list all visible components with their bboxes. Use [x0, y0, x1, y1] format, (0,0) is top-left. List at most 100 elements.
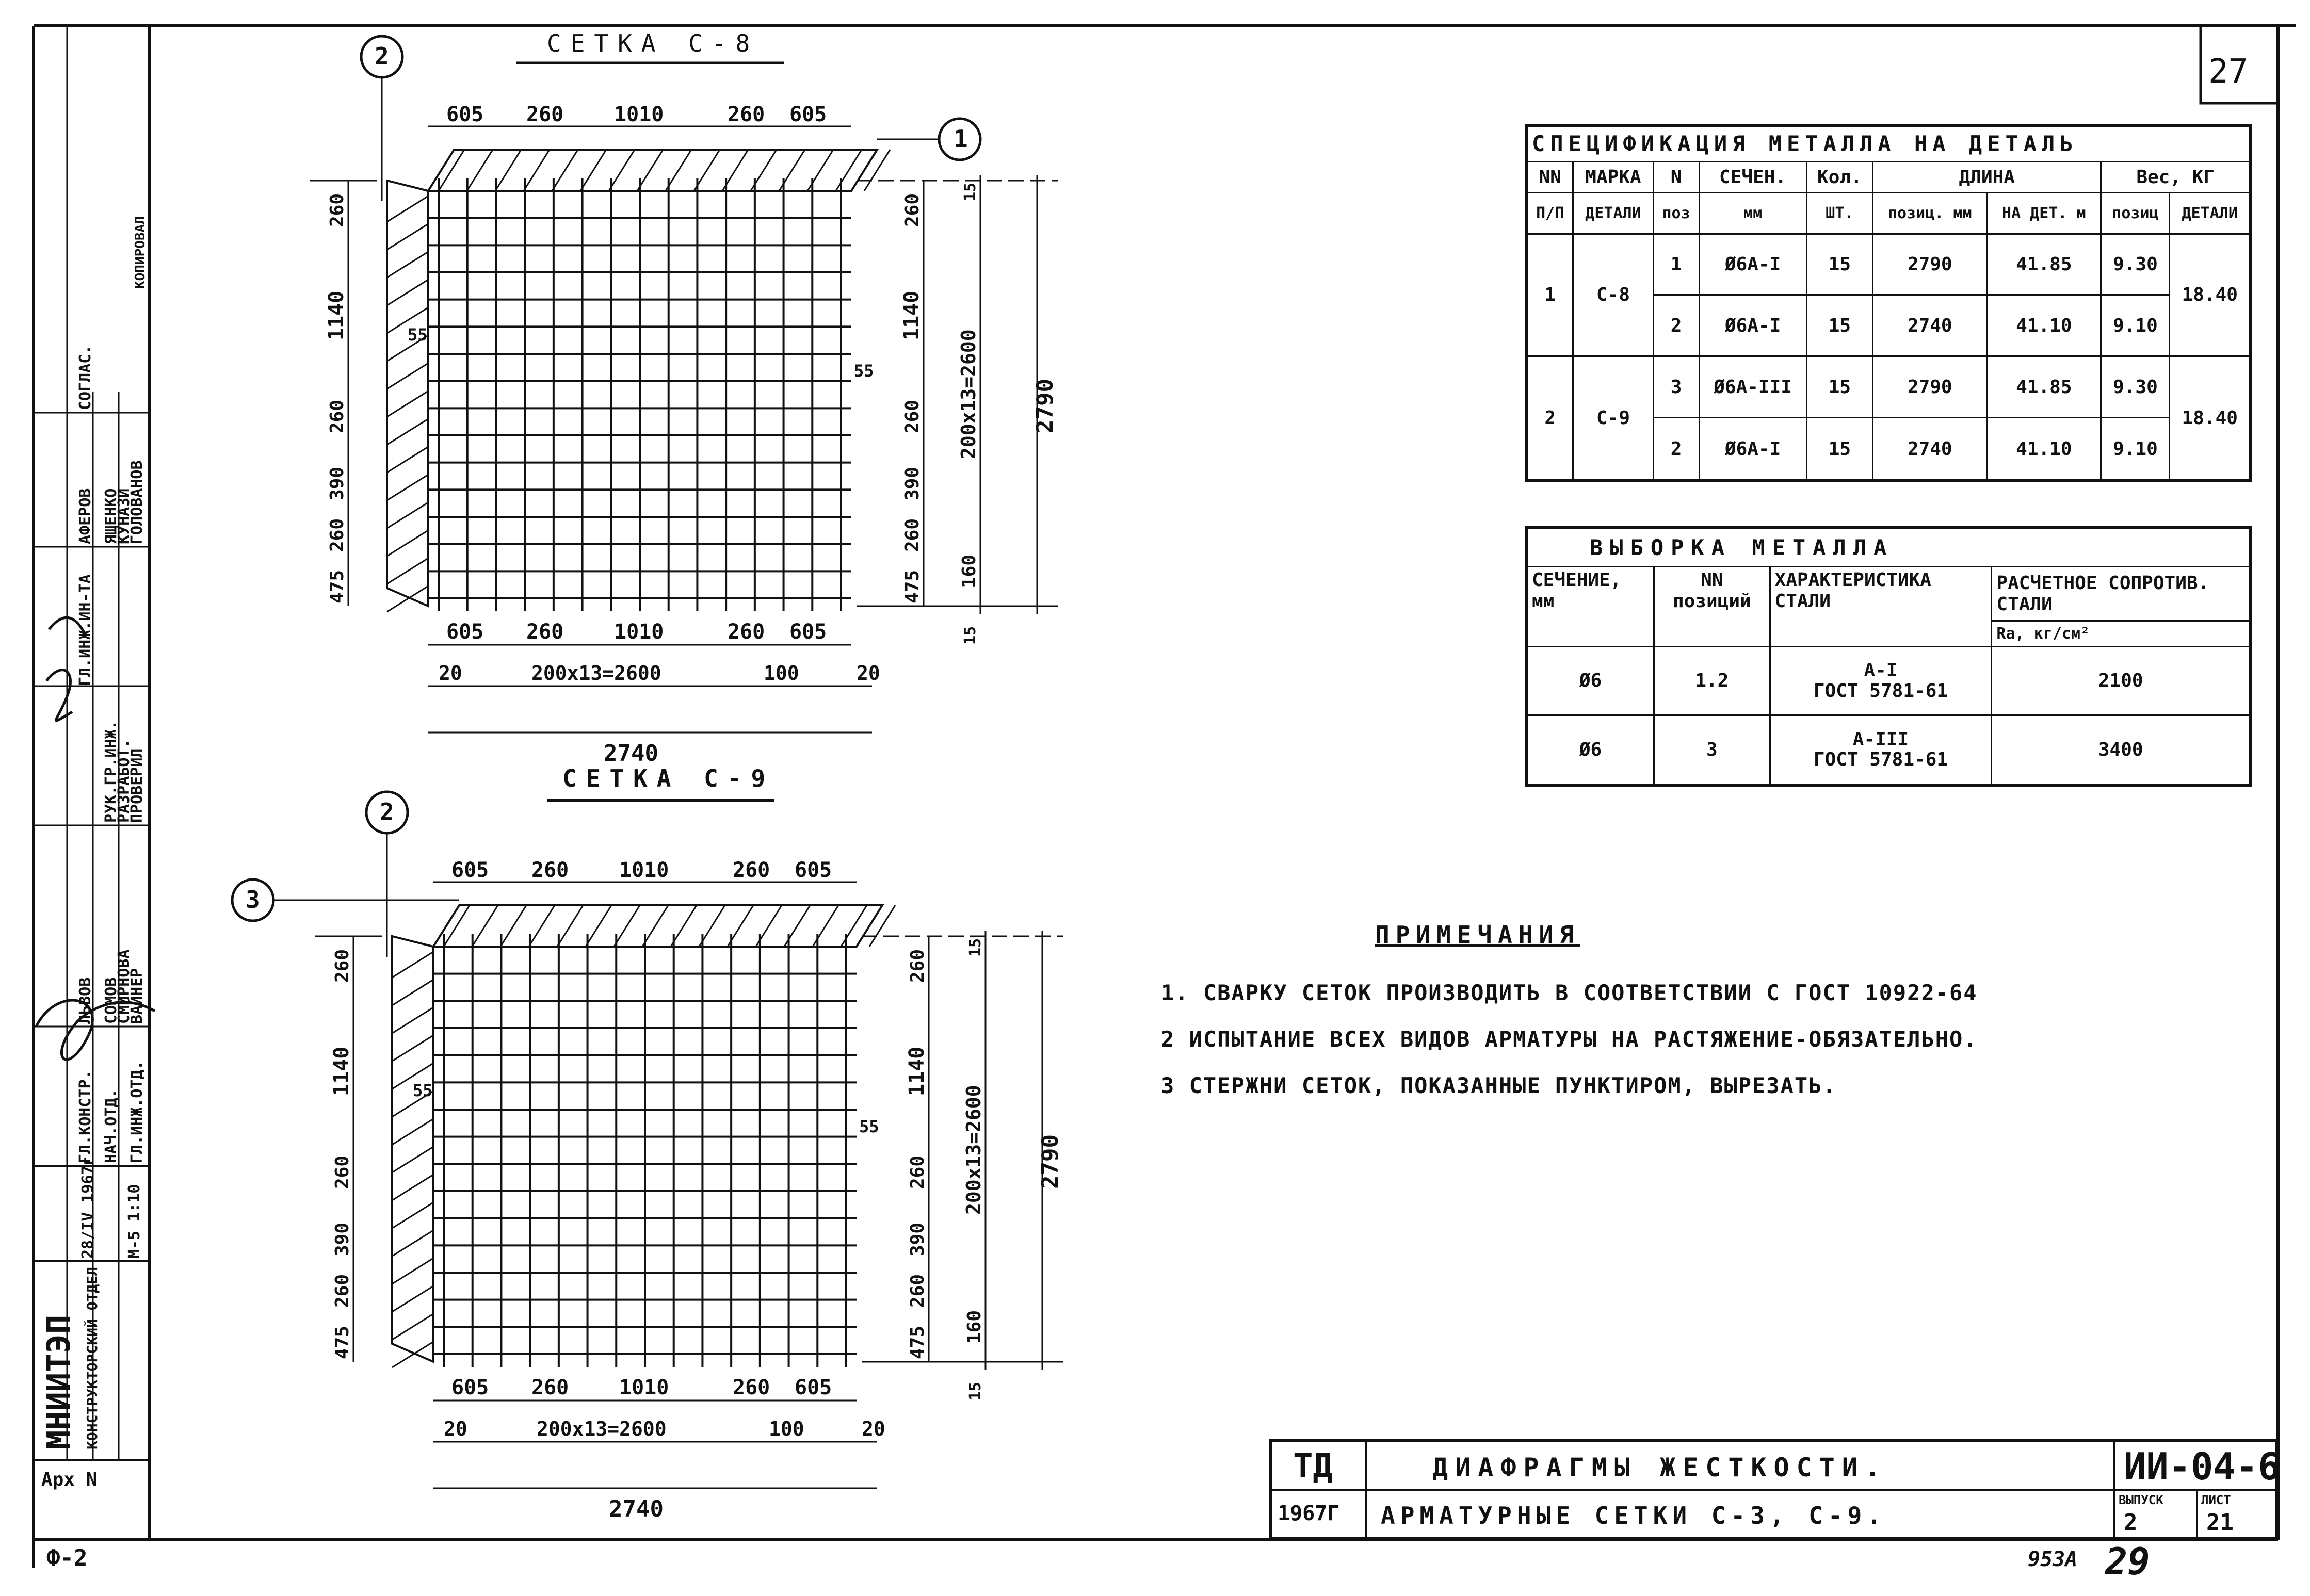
spec-cell: 9.10 — [2100, 417, 2171, 482]
dim-label: 160 — [959, 555, 980, 588]
dim-label: 200x13=2600 — [962, 1085, 985, 1215]
dim-label: 475 — [327, 570, 348, 604]
spec-cell: 15 — [1805, 355, 1874, 419]
dim-label: 55 — [408, 325, 428, 345]
hatch-line — [721, 149, 749, 191]
spec-cell: С-9 — [1572, 355, 1654, 482]
stamp-role-3: НАЧ.ОТД. — [102, 1089, 120, 1164]
dim-label: 1140 — [325, 291, 348, 340]
hatch-line — [392, 951, 434, 979]
stamp-soglas: СОГЛАС. — [76, 345, 94, 410]
note-2: 2 ИСПЫТАНИЕ ВСЕХ ВИДОВ АРМАТУРЫ НА РАСТЯ… — [1161, 1027, 1978, 1052]
dim-label: 15 — [961, 183, 979, 201]
callout-label-3: 3 — [246, 886, 260, 914]
dim-label: 20 — [857, 662, 880, 685]
tb-year: 1967Г — [1278, 1502, 1340, 1525]
spec-h-nn2: П/П — [1525, 191, 1574, 235]
hatch-line — [443, 905, 471, 947]
dim-label: 260 — [526, 103, 563, 126]
callout-label-1: 1 — [954, 125, 968, 153]
stamp-role-5: РУК.ГР.ИНЖ. — [102, 720, 120, 823]
dim-label: 260 — [526, 620, 563, 644]
dim-label: 200x13=2600 — [531, 662, 661, 685]
hatch-outline — [391, 935, 434, 1364]
hatch-line — [392, 1006, 434, 1034]
dim-label: 160 — [964, 1310, 985, 1344]
hatch-line — [392, 1062, 434, 1090]
mesh-hatch-left — [386, 179, 429, 613]
hatch-line — [386, 418, 429, 446]
hatch-line — [392, 1285, 434, 1313]
dim-label: 605 — [451, 858, 489, 882]
spec-cell: 2 — [1652, 417, 1700, 482]
spec-h-len-det: НА ДЕТ. м — [1986, 191, 2102, 235]
dim-label: 605 — [789, 620, 827, 644]
dim-label: 1140 — [330, 1047, 353, 1096]
dim-label: 260 — [733, 858, 770, 882]
dim-label: 20 — [444, 1418, 467, 1440]
notes-title: ПРИМЕЧАНИЯ — [1375, 921, 1580, 949]
hatch-line — [386, 557, 429, 585]
bottom-page: 29 — [2105, 1540, 2150, 1583]
table-row: 2 Ø6А-I 15 2740 41.10 9.10 — [1526, 294, 2251, 357]
spec-table: СПЕЦИФИКАЦИЯ МЕТАЛЛА НА ДЕТАЛЬ NN МАРКА … — [1525, 124, 2252, 482]
hatch-line — [499, 905, 527, 947]
dim-label: 390 — [327, 467, 348, 500]
hatch-line — [392, 1034, 434, 1062]
hatch-line — [392, 1146, 434, 1174]
spec-cell: 41.10 — [1986, 417, 2102, 482]
dim-label: 605 — [446, 620, 483, 644]
spec-h-kol: Кол. — [1805, 160, 1874, 193]
dim-label: 260 — [902, 400, 923, 433]
corner-box — [2199, 24, 2280, 105]
dim-label: 2740 — [609, 1496, 664, 1522]
spec-h-w-pos: позиц — [2100, 191, 2171, 235]
mesh-bottom-title: СЕТКА С-9 — [562, 764, 774, 792]
vyborka-cell: 3 — [1653, 714, 1771, 786]
spec-cell: 9.10 — [2100, 294, 2171, 357]
spec-cell: 41.10 — [1986, 294, 2102, 357]
dim-label: 260 — [531, 1376, 569, 1399]
tb-code: ИИ-04-6 — [2124, 1445, 2281, 1488]
hatch-outline — [426, 149, 879, 192]
spec-h-sech: СЕЧЕН. — [1698, 160, 1807, 193]
hatch-line — [392, 1118, 434, 1146]
hatch-line — [528, 905, 556, 947]
hatch-line — [613, 905, 641, 947]
dim-label: 260 — [332, 949, 353, 983]
spec-h-marka: МАРКА — [1572, 160, 1654, 193]
hatch-line — [386, 306, 429, 334]
hatch-line — [386, 501, 429, 529]
dim-label: 2740 — [604, 740, 658, 767]
spec-cell: 2740 — [1872, 294, 1988, 357]
dim-label: 2790 — [1032, 379, 1058, 433]
spec-cell: 15 — [1805, 233, 1874, 296]
dim-label: 55 — [859, 1117, 879, 1136]
tb-list-label: ЛИСТ — [2201, 1493, 2231, 1507]
dim-label: 260 — [902, 193, 923, 227]
callout-label-2: 2 — [380, 798, 394, 826]
stamp-name-3: СМИРНОВА — [115, 950, 133, 1024]
mesh-top-title: СЕТКА С-8 — [547, 29, 759, 57]
spec-cell: 18.40 — [2169, 355, 2252, 482]
spec-cell: Ø6А-I — [1698, 417, 1807, 482]
dim-label: 260 — [907, 949, 928, 983]
dim-label: 1010 — [614, 620, 664, 644]
hatch-line — [386, 529, 429, 557]
dim-label: 605 — [451, 1376, 489, 1399]
stamp-role-4: ГЛ.ИНЖ.ОТД. — [128, 1061, 146, 1163]
vyborka-title: ВЫБОРКА МЕТАЛЛА — [1525, 527, 2252, 567]
hatch-line — [386, 279, 429, 306]
hatch-line — [551, 149, 579, 191]
spec-cell: 2 — [1525, 355, 1574, 482]
table-row: 2 Ø6А-I 15 2740 41.10 9.10 — [1526, 417, 2251, 482]
hatch-line — [471, 905, 499, 947]
spec-h-len-pos: позиц. мм — [1872, 191, 1988, 235]
stamp-name-6: ЯЩЕНКО — [102, 488, 120, 544]
hatch-line — [556, 905, 584, 947]
tb-line2: АРМАТУРНЫЕ СЕТКИ С-3, С-9. — [1381, 1502, 1887, 1529]
dim-label: 15 — [966, 938, 984, 957]
spec-cell: 18.40 — [2169, 233, 2252, 357]
